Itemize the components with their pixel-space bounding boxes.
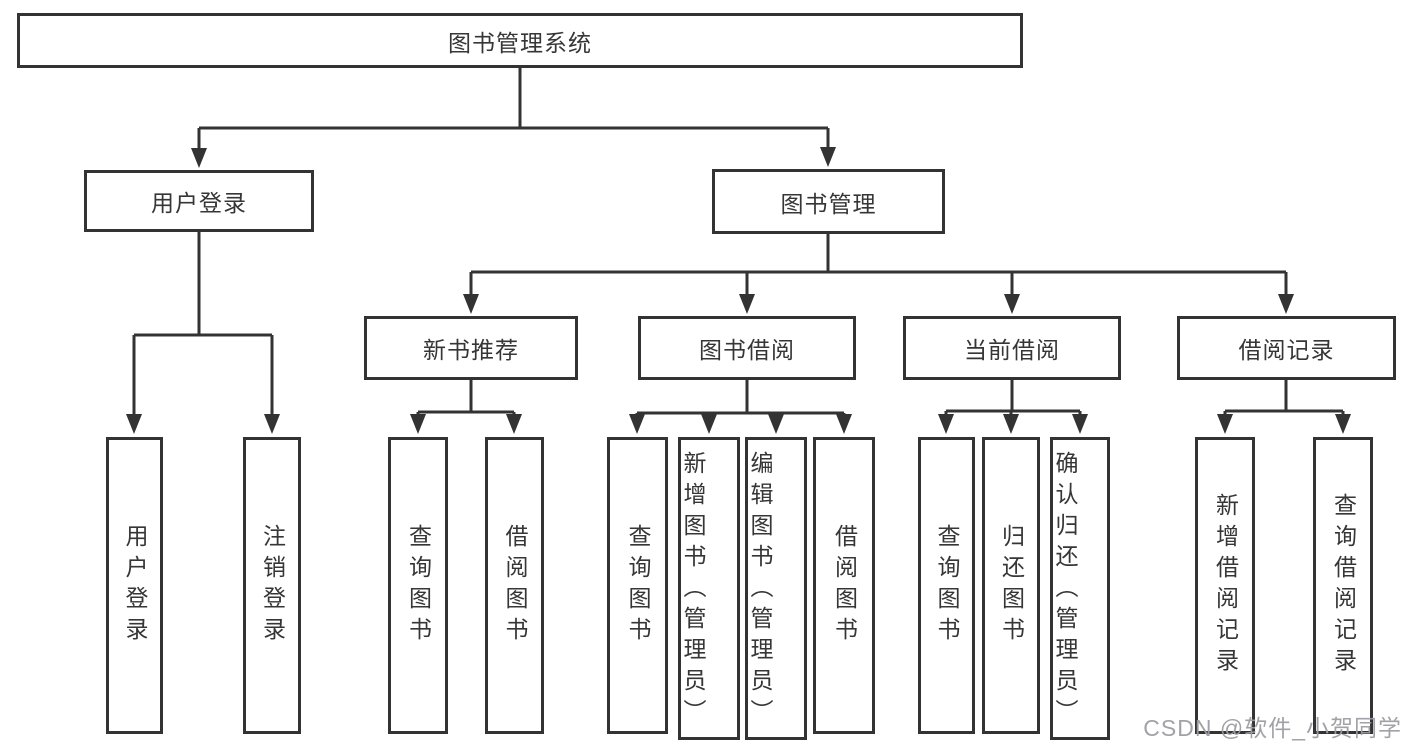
leaf-label: 编辑图书（管理员） <box>747 450 773 730</box>
leaf-current-return-books: 归还图书 <box>982 437 1040 734</box>
leaf-label: 归还图书 <box>998 523 1025 648</box>
leaf-borrowing-add-books-admin: 新增图书（管理员） <box>678 437 740 740</box>
leaf-records-add-record: 新增借阅记录 <box>1195 437 1255 734</box>
node-library-system: 图书管理系统 <box>17 13 1023 68</box>
leaf-recommend-borrow-books: 借阅图书 <box>485 437 544 734</box>
leaf-user-login: 用户登录 <box>106 437 163 734</box>
leaf-label: 新增图书（管理员） <box>680 450 706 730</box>
leaf-label: 查询图书 <box>934 523 960 648</box>
leaf-label: 查询图书 <box>625 523 651 648</box>
leaf-recommend-query-books: 查询图书 <box>388 437 448 734</box>
leaf-records-query-record: 查询借阅记录 <box>1313 437 1373 734</box>
leaf-logout: 注销登录 <box>243 437 301 734</box>
leaf-current-query-books: 查询图书 <box>918 437 975 734</box>
leaf-label: 借阅图书 <box>502 523 528 648</box>
node-current-borrowing: 当前借阅 <box>903 316 1121 380</box>
node-new-book-recommend: 新书推荐 <box>364 316 578 380</box>
leaf-label: 新增借阅记录 <box>1212 492 1239 679</box>
node-book-management: 图书管理 <box>712 169 945 234</box>
leaf-borrowing-query-books: 查询图书 <box>607 437 668 734</box>
csdn-watermark: CSDN @软件_小贺同学 <box>1143 715 1402 741</box>
node-user-login: 用户登录 <box>84 170 314 232</box>
leaf-label: 确认归还（管理员） <box>1052 450 1078 730</box>
leaf-borrowing-edit-books-admin: 编辑图书（管理员） <box>745 437 807 740</box>
leaf-label: 用户登录 <box>122 523 148 648</box>
leaf-borrowing-borrow-books: 借阅图书 <box>813 437 875 734</box>
leaf-label: 注销登录 <box>259 523 286 648</box>
node-borrow-records: 借阅记录 <box>1177 316 1396 380</box>
node-book-borrowing: 图书借阅 <box>638 316 856 380</box>
leaf-label: 查询借阅记录 <box>1330 492 1357 679</box>
leaf-current-confirm-return-admin: 确认归还（管理员） <box>1050 437 1110 740</box>
leaf-label: 借阅图书 <box>831 523 858 648</box>
arrowheads <box>126 147 1351 434</box>
leaf-label: 查询图书 <box>405 523 432 648</box>
